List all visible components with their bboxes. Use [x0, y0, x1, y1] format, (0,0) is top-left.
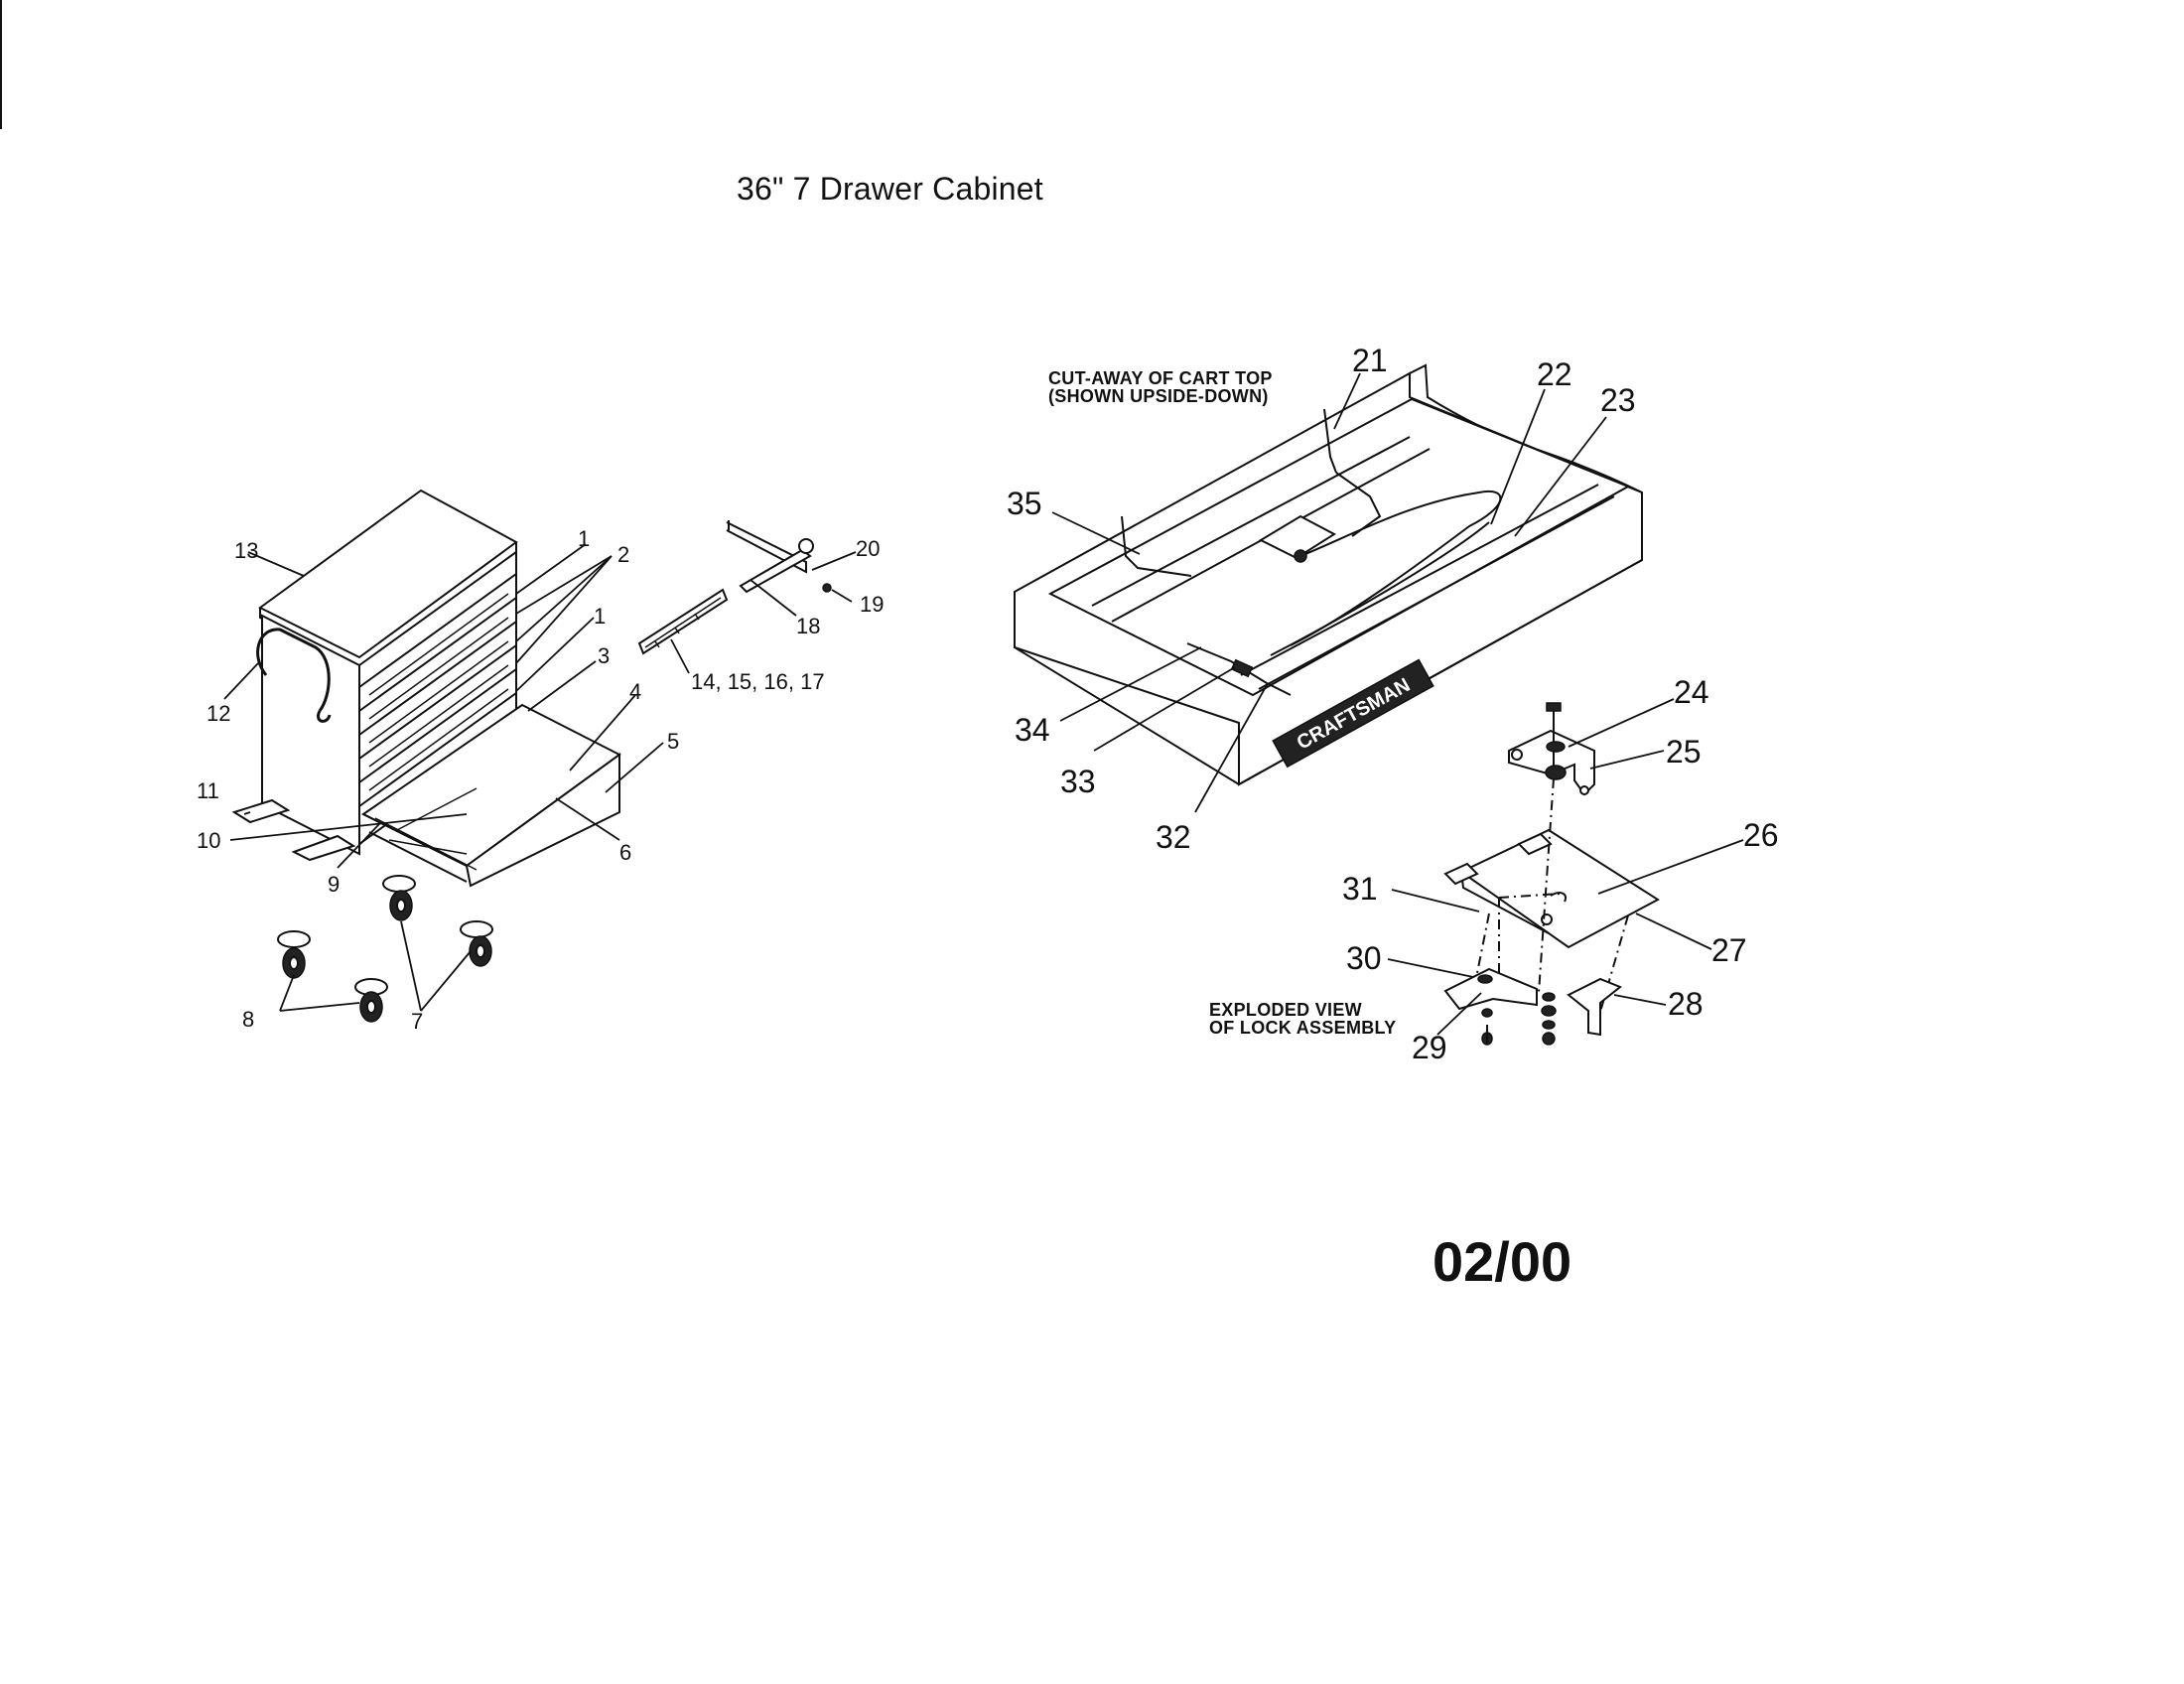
- exploded-note-line1: EXPLODED VIEW: [1209, 1000, 1362, 1020]
- callout-23: 23: [1600, 382, 1636, 418]
- callout-12: 12: [206, 701, 230, 726]
- revision-date: 02/00: [1433, 1230, 1572, 1293]
- callout-35: 35: [1007, 486, 1042, 521]
- callout-11: 11: [197, 778, 219, 803]
- callout-1a: 1: [578, 526, 590, 551]
- callout-29: 29: [1412, 1030, 1447, 1065]
- cart-top-cutaway: CRAFTSMAN: [1014, 363, 1643, 786]
- callout-2: 2: [617, 542, 629, 567]
- callout-labels: 1 2 1 3 4 5 6 7 8 9 10 11 12 13 14, 15, …: [197, 343, 1779, 1065]
- callout-32: 32: [1156, 819, 1191, 855]
- side-handle: [256, 628, 331, 712]
- cutaway-note: CUT-AWAY OF CART TOP (SHOWN UPSIDE-DOWN): [1048, 369, 1273, 405]
- callout-4: 4: [629, 679, 641, 704]
- lock-bracket-25: [1508, 729, 1595, 796]
- callout-28: 28: [1668, 986, 1704, 1022]
- exploded-view-note: EXPLODED VIEW OF LOCK ASSEMBLY: [1209, 1001, 1396, 1037]
- lock-rod-35: [1121, 515, 1192, 577]
- caster-rigid-1: [277, 930, 311, 979]
- callout-7: 7: [411, 1009, 423, 1034]
- callout-3: 3: [598, 643, 610, 668]
- drawer-slide-bracket: [726, 520, 814, 594]
- callout-14-17: 14, 15, 16, 17: [691, 669, 825, 694]
- lock-rod-21: [1323, 408, 1337, 474]
- callout-30: 30: [1346, 940, 1382, 976]
- cabinet-callout-leaders: [223, 543, 857, 1012]
- caster-rigid-2: [354, 978, 388, 1023]
- diagram-title: 36" 7 Drawer Cabinet: [737, 171, 1043, 207]
- cutaway-note-line2: (SHOWN UPSIDE-DOWN): [1048, 386, 1269, 406]
- lock-plate-26: [1459, 828, 1660, 949]
- cabinet-foot-left: [231, 798, 291, 824]
- cabinet-drawer-fronts: [358, 573, 517, 807]
- callout-9: 9: [328, 872, 340, 897]
- callout-31: 31: [1342, 871, 1378, 907]
- callout-10: 10: [197, 828, 220, 853]
- cabinet-assembly: [231, 489, 832, 1023]
- cutaway-callout-leaders: [1051, 372, 1607, 813]
- callout-1b: 1: [594, 604, 606, 629]
- caster-swivel-1: [382, 875, 416, 921]
- cabinet-side-panel: [261, 614, 360, 856]
- lock-assembly-exploded: [1443, 702, 1660, 1046]
- callout-13: 13: [234, 538, 258, 563]
- callout-24: 24: [1674, 674, 1709, 710]
- lock-bracket-29: [1443, 967, 1538, 1011]
- side-handle-end: [317, 710, 332, 723]
- cutaway-note-line1: CUT-AWAY OF CART TOP: [1048, 368, 1273, 388]
- callout-33: 33: [1060, 764, 1096, 799]
- callout-19: 19: [860, 592, 884, 617]
- callout-34: 34: [1015, 712, 1050, 748]
- callout-26: 26: [1743, 817, 1779, 853]
- callout-27: 27: [1711, 932, 1747, 968]
- lock-bracket-28: [1567, 977, 1622, 1037]
- callout-22: 22: [1537, 356, 1572, 392]
- callout-5: 5: [667, 729, 679, 754]
- slide-screw: [822, 583, 832, 593]
- cabinet-foot-right: [291, 834, 356, 862]
- open-drawer: [361, 703, 621, 888]
- callout-25: 25: [1666, 734, 1702, 770]
- scan-edge-mark: [0, 0, 2, 129]
- lock-plate-center: [1258, 514, 1336, 560]
- callout-21: 21: [1352, 343, 1388, 378]
- callout-6: 6: [619, 840, 631, 865]
- drawer-slide-rail: [637, 588, 729, 655]
- caster-swivel-2: [460, 920, 493, 967]
- lock-callout-leaders: [1387, 698, 1744, 1036]
- callout-18: 18: [796, 614, 820, 638]
- exploded-note-line2: OF LOCK ASSEMBLY: [1209, 1018, 1397, 1038]
- callout-20: 20: [856, 536, 880, 561]
- callout-8: 8: [242, 1007, 254, 1032]
